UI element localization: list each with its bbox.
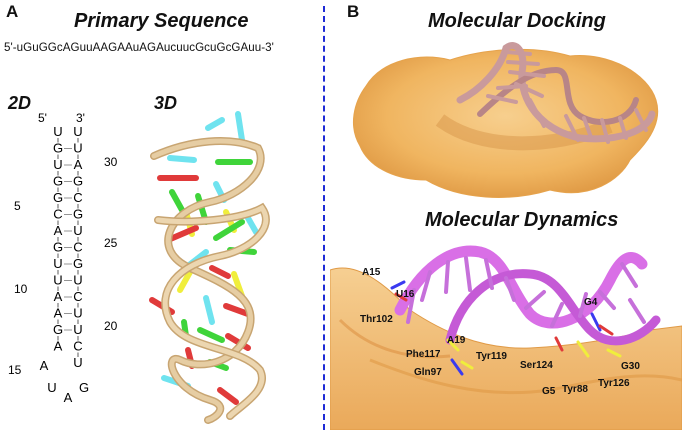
- nucleotide-number: 25: [104, 236, 118, 250]
- label-tyr126: Tyr126: [598, 378, 630, 389]
- dynamics-image: A15 U16 Thr102 A19 Phe117 Tyr119 Gln97 G…: [330, 245, 682, 430]
- loop-nucleotide: A: [40, 358, 49, 373]
- nucleotide-left: U: [53, 256, 62, 271]
- nucleotide-right: U: [73, 355, 82, 370]
- nucleotide-number: 15: [8, 363, 22, 377]
- nucleotide-right: U: [73, 322, 82, 337]
- nucleotide-left: U: [53, 124, 62, 139]
- nucleotide-left: A: [54, 289, 63, 304]
- docked-rna: [456, 42, 656, 144]
- loop-nucleotide: G: [79, 380, 89, 395]
- label-2d: 2D: [8, 93, 32, 113]
- label-phe117: Phe117: [406, 349, 441, 360]
- nucleotide-left: C: [53, 207, 62, 222]
- residue-labels: A15 U16 Thr102 A19 Phe117 Tyr119 Gln97 G…: [360, 267, 640, 397]
- molecular-dynamics-title: Molecular Dynamics: [425, 209, 619, 231]
- nucleotide-number: 20: [104, 319, 118, 333]
- nucleotide-right: C: [73, 240, 82, 255]
- label-g4: G4: [584, 297, 598, 308]
- nucleotide-right: A: [74, 157, 83, 172]
- nucleotide-number: 10: [14, 282, 28, 296]
- protein-surface-docking: [353, 48, 659, 198]
- label-tyr88: Tyr88: [562, 384, 588, 395]
- backbone-ribbon: [150, 137, 270, 424]
- nucleotide-right: U: [73, 124, 82, 139]
- nucleotide-left: U: [53, 157, 62, 172]
- ligand-sticks: [390, 280, 622, 376]
- label-g5: G5: [542, 386, 556, 397]
- nucleotide-left: G: [53, 190, 63, 205]
- panel-divider: [323, 6, 325, 430]
- helix-3d: [149, 111, 270, 424]
- nucleotide-right: G: [73, 256, 83, 271]
- nucleotide-right: C: [73, 339, 82, 354]
- nucleotide-right: G: [73, 207, 83, 222]
- molecular-docking-title: Molecular Docking: [428, 10, 606, 32]
- label-thr102: Thr102: [360, 314, 393, 325]
- nucleotide-left: G: [53, 240, 63, 255]
- three-prime-label: 3': [76, 111, 85, 125]
- panel-b-letter: B: [347, 2, 360, 21]
- label-tyr119: Tyr119: [476, 351, 507, 362]
- nucleotide-right: U: [73, 223, 82, 238]
- nucleotide-left: G: [53, 174, 63, 189]
- nucleotide-right: C: [73, 190, 82, 205]
- label-g30: G30: [621, 361, 640, 372]
- label-3d: 3D: [154, 93, 178, 113]
- nucleotide-left: A: [54, 223, 63, 238]
- nucleotide-number: 30: [104, 155, 118, 169]
- nucleotide-left: U: [53, 273, 62, 288]
- nucleotide-right: U: [73, 141, 82, 156]
- nucleotide-right: U: [73, 273, 82, 288]
- primary-sequence-title: Primary Sequence: [74, 10, 249, 32]
- label-a19: A19: [447, 335, 466, 346]
- nucleotide-right: C: [73, 289, 82, 304]
- five-prime-label: 5': [38, 111, 47, 125]
- nucleotide-numbers: 5 10 15 20 25 30: [8, 155, 118, 377]
- nucleotide-left: A: [54, 339, 63, 354]
- nucleotide-left: G: [53, 141, 63, 156]
- nucleotide-left: A: [54, 306, 63, 321]
- rna-sequence: 5'-uGuGGcAGuuAAGAAuAGAucuucGcuGcGAuu-3': [4, 41, 274, 54]
- label-gln97: Gln97: [414, 367, 442, 378]
- nucleotide-number: 5: [14, 199, 21, 213]
- md-rna: [394, 245, 661, 346]
- label-a15: A15: [362, 267, 381, 278]
- label-ser124: Ser124: [520, 360, 553, 371]
- nucleotide-left: G: [53, 322, 63, 337]
- nucleotide-right: U: [73, 306, 82, 321]
- nucleotide-right: G: [73, 174, 83, 189]
- label-u16: U16: [396, 289, 415, 300]
- loop-nucleotide: A: [64, 390, 73, 405]
- loop-nucleotide: U: [47, 380, 56, 395]
- panel-a-letter: A: [6, 2, 19, 21]
- docking-image: [353, 42, 659, 198]
